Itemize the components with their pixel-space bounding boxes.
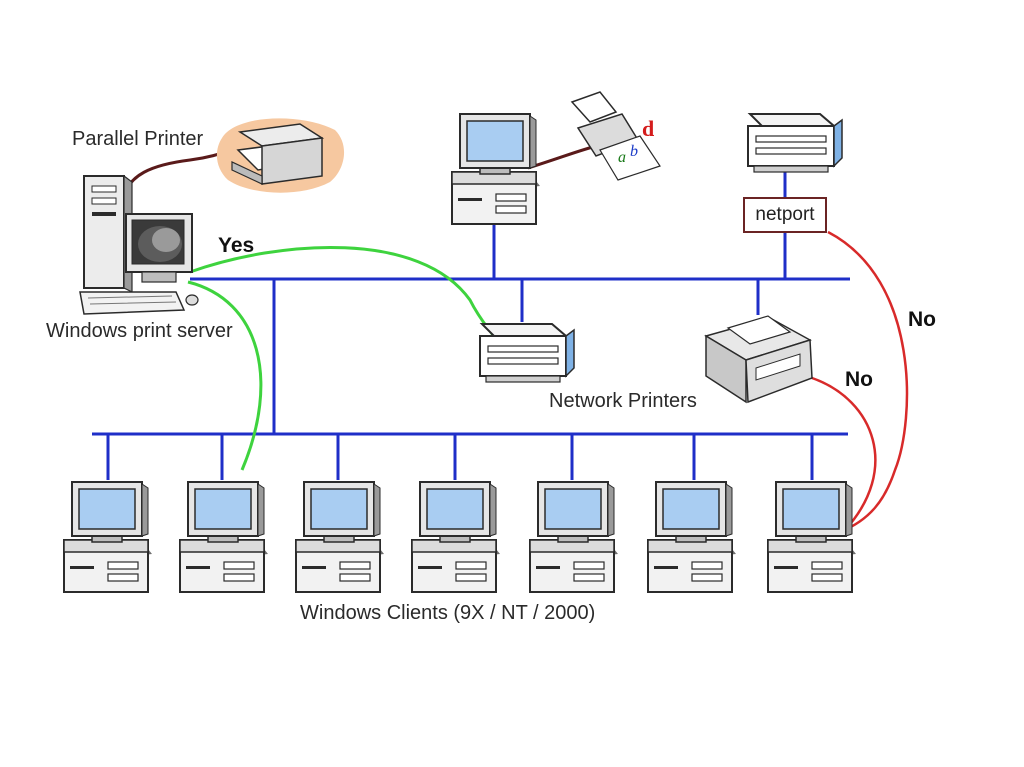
network-printer-icon [479, 323, 575, 383]
client-pc-icon [411, 481, 501, 593]
no-label-top: No [908, 308, 936, 331]
network-bus [92, 168, 850, 480]
netport-printer-icon [747, 113, 843, 173]
svg-text:d: d [642, 116, 654, 141]
client-pc-icon [63, 481, 153, 593]
no-label-bottom: No [845, 368, 873, 391]
yes-connections [187, 245, 497, 471]
inkjet-printer-icon: a b d [570, 91, 661, 181]
client-pc-icon [295, 481, 385, 593]
client-pc-icon [767, 481, 857, 593]
print-server-label: Windows print server [46, 320, 233, 342]
netport-box: netport [743, 197, 827, 233]
parallel-printer-label: Parallel Printer [72, 128, 204, 150]
copier-printer-icon [704, 315, 813, 404]
yes-label: Yes [218, 234, 255, 257]
svg-text:b: b [630, 143, 638, 160]
svg-text:a: a [618, 149, 626, 166]
client-pc-icon [647, 481, 737, 593]
client-pc-icon [529, 481, 619, 593]
no-connections [811, 230, 909, 534]
print-server-icon [79, 174, 199, 315]
clients-label: Windows Clients (9X / NT / 2000) [300, 602, 596, 624]
parallel-printer-icon [216, 118, 345, 193]
netport-label: netport [755, 204, 815, 225]
network-printers-label: Network Printers [549, 390, 697, 412]
shared-pc-icon [451, 113, 541, 225]
client-pc-icon [179, 481, 269, 593]
